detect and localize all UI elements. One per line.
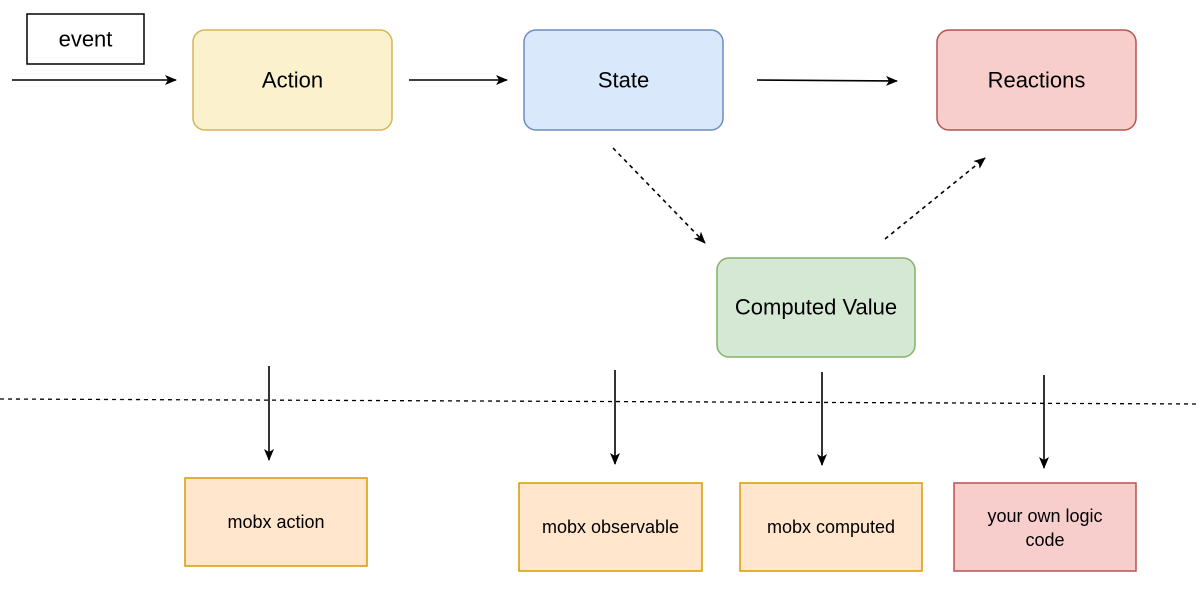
node-action: Action	[192, 29, 393, 131]
section-divider	[0, 398, 1200, 405]
node-event-label: event	[59, 27, 113, 52]
node-own-logic-box	[953, 482, 1137, 572]
node-mobx-observable-box	[518, 482, 703, 572]
node-computed-value-box	[716, 257, 916, 358]
node-mobx-observable: mobx observable	[518, 482, 703, 572]
node-event-box	[26, 13, 145, 65]
node-computed-value-label: Computed Value	[735, 295, 897, 320]
node-mobx-observable-label: mobx observable	[542, 517, 679, 537]
edge-computed-value-to-reactions	[884, 157, 986, 240]
edge-state-to-reactions	[756, 75, 898, 86]
node-action-label: Action	[262, 68, 323, 93]
node-mobx-computed-box	[739, 482, 923, 572]
node-state: State	[523, 29, 724, 131]
node-mobx-action-label: mobx action	[227, 512, 324, 532]
node-mobx-action-box	[184, 477, 368, 567]
node-own-logic-label-line2: code	[1025, 530, 1064, 550]
node-mobx-computed-label: mobx computed	[767, 517, 895, 537]
node-state-box	[523, 29, 724, 131]
node-own-logic-label-line1: your own logic	[987, 506, 1102, 526]
node-mobx-action: mobx action	[184, 477, 368, 567]
node-reactions: Reactions	[936, 29, 1137, 131]
node-computed-value: Computed Value	[716, 257, 916, 358]
node-state-label: State	[598, 68, 649, 93]
node-reactions-box	[936, 29, 1137, 131]
node-event: event	[26, 13, 145, 65]
edge-state-to-computed-value	[612, 147, 706, 244]
node-mobx-computed: mobx computed	[739, 482, 923, 572]
node-action-box	[192, 29, 393, 131]
node-own-logic: your own logic code	[953, 482, 1137, 572]
node-reactions-label: Reactions	[988, 68, 1086, 93]
